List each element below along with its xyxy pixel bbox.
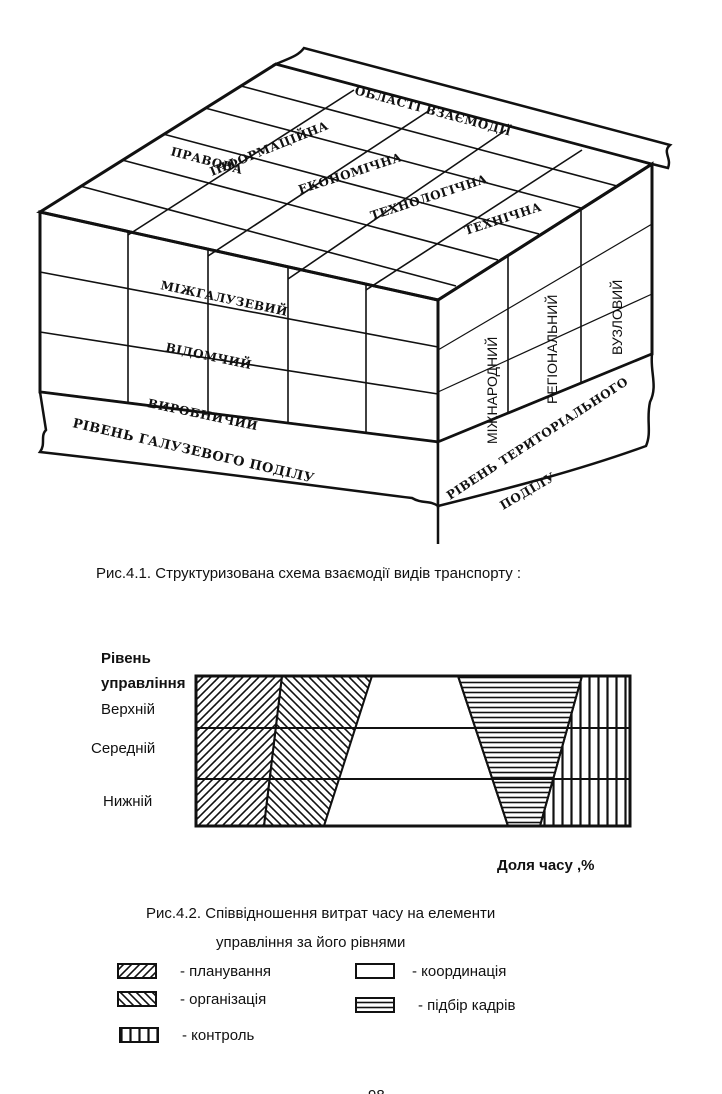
front-label-departmental: ВІДОМЧИЙ [164, 338, 253, 372]
top-label-information: ІНФОРМАЦІЙНА [207, 117, 330, 179]
legend-label-coordination: - координація [412, 963, 506, 980]
y-axis-title-line2: управління [101, 675, 186, 692]
side-label-international: МІЖНАРОДНИЙ [483, 337, 500, 444]
legend-swatch-control [119, 1027, 159, 1043]
y-axis-title-line1: Рівень [101, 650, 151, 667]
interaction-areas-banner [272, 46, 673, 170]
legend-label-organization: - організація [180, 991, 266, 1008]
legend: - планування - організація - контроль - … [117, 963, 515, 1044]
level-label-bottom: Нижній [103, 793, 152, 810]
figure2-caption-line1: Рис.4.2. Співвідношення витрат часу на е… [146, 905, 495, 922]
legend-label-planning: - планування [180, 963, 271, 980]
legend-swatch-planning [117, 963, 157, 979]
x-axis-title: Доля часу ,% [497, 857, 595, 874]
legend-swatch-organization [117, 991, 157, 1007]
territorial-level-band [436, 352, 655, 508]
figure1-caption: Рис.4.1. Структуризована схема взаємодії… [96, 565, 521, 582]
cube-diagram [36, 46, 673, 544]
legend-swatch-coordination [355, 963, 395, 979]
legend-label-control: - контроль [182, 1027, 254, 1044]
level-label-middle: Середній [91, 740, 155, 757]
page-number: 98 [368, 1087, 385, 1094]
level-label-top: Верхній [101, 701, 155, 718]
chart-frame [194, 674, 632, 828]
time-share-chart [194, 674, 632, 828]
figure2-caption-line2: управління за його рівнями [216, 934, 405, 951]
legend-swatch-staffing [355, 997, 395, 1013]
branch-level-band [37, 390, 440, 509]
legend-label-staffing: - підбір кадрів [418, 997, 515, 1014]
side-label-regional: РЕГІОНАЛЬНИЙ [543, 295, 560, 404]
side-label-nodal: ВУЗЛОВИЙ [608, 280, 625, 355]
